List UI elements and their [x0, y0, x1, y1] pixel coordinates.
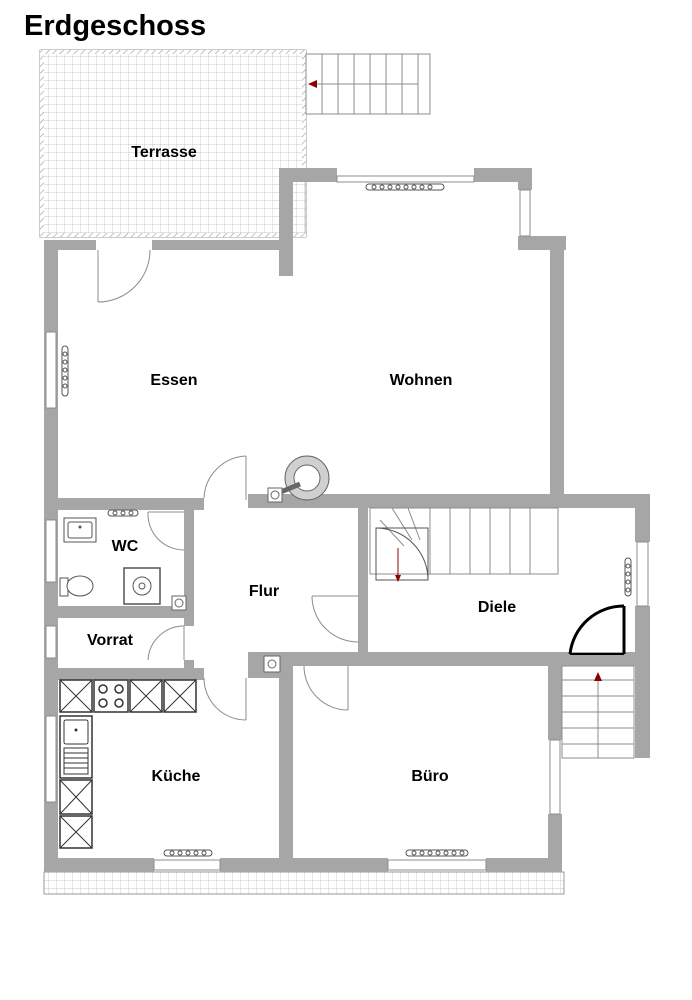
room-label-vorrat: Vorrat — [87, 632, 134, 649]
kitchen-sink-icon — [59, 715, 93, 779]
shaft-icon — [171, 595, 187, 611]
kitchen-fixtures — [59, 679, 197, 849]
stair-arrow-icon — [594, 672, 602, 681]
shaft-icon — [263, 655, 281, 673]
cabinet-icon — [59, 679, 93, 713]
stove-top-icon — [93, 679, 129, 713]
radiator-icon — [365, 183, 445, 191]
entrance-stairs — [561, 665, 635, 759]
washing-machine-icon — [123, 567, 161, 605]
bottom-terrace-strip — [43, 871, 565, 895]
door-icon — [311, 595, 359, 643]
cabinet-icon — [59, 779, 93, 815]
radiator-icon — [61, 345, 69, 397]
cabinet-icon — [163, 679, 197, 713]
stove-icon — [267, 455, 330, 503]
stair-arrow-icon — [395, 575, 401, 582]
radiator-icon — [107, 509, 139, 517]
room-label-diele: Diele — [478, 599, 516, 616]
windows — [45, 175, 649, 871]
room-label-essen: Essen — [150, 372, 197, 389]
door-icon — [147, 625, 185, 661]
cabinet-icon — [59, 815, 93, 849]
radiator-icon — [624, 557, 632, 597]
entrance-door-icon — [568, 604, 626, 655]
exterior-stairs-top — [305, 53, 431, 115]
room-label-flur: Flur — [249, 583, 279, 600]
door-icon — [203, 677, 247, 721]
doors — [97, 249, 626, 721]
door-icon — [303, 665, 349, 711]
radiator-icon — [405, 849, 469, 857]
terrace-area — [39, 49, 307, 238]
room-label-wc: WC — [112, 538, 139, 555]
interior-walls — [44, 494, 650, 872]
room-label-wohnen: Wohnen — [390, 372, 453, 389]
cabinet-icon — [129, 679, 163, 713]
radiator-icon — [163, 849, 213, 857]
radiators — [61, 183, 632, 857]
stair-arrow-icon — [308, 80, 317, 88]
toilet-icon — [59, 575, 94, 597]
room-label-kueche: Küche — [152, 768, 201, 785]
door-icon — [203, 455, 247, 500]
room-label-terrasse: Terrasse — [131, 144, 197, 161]
wc-sink-icon — [63, 517, 97, 543]
room-label-buero: Büro — [411, 768, 449, 785]
interior-staircase — [369, 507, 559, 582]
door-icon — [97, 249, 151, 303]
page-title: Erdgeschoss — [24, 10, 207, 42]
door-icon — [147, 511, 185, 551]
